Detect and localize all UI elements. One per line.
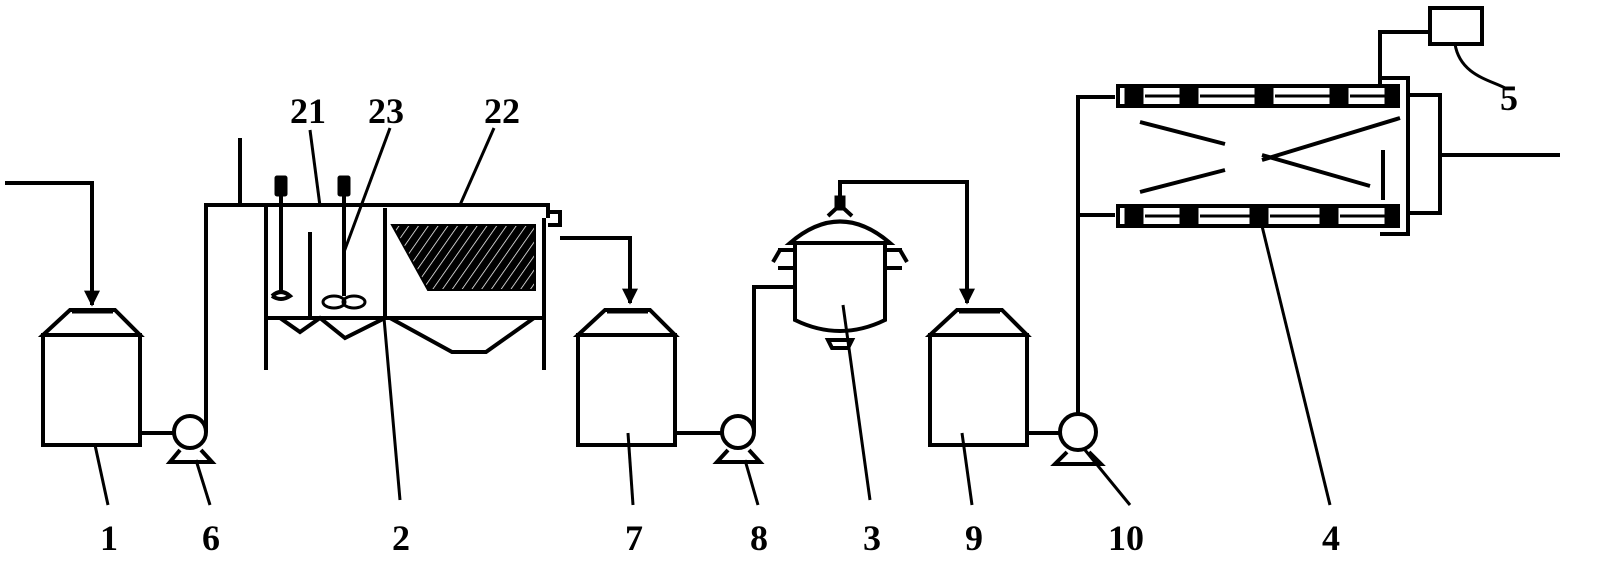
leader-8 [743, 459, 760, 506]
leader-7 [626, 432, 635, 506]
pipe-vessel3-tank9 [838, 180, 975, 305]
outlet-manifold [1408, 93, 1560, 215]
pipe-settler-tank7 [560, 236, 638, 305]
label-6: 6 [202, 518, 220, 558]
leader-9 [960, 432, 974, 506]
label-1: 1 [100, 518, 118, 558]
pipe-pump6-settler [204, 203, 265, 432]
vessel-3 [771, 195, 909, 350]
label-8: 8 [750, 518, 768, 558]
label-9: 9 [965, 518, 983, 558]
label-4: 4 [1322, 518, 1340, 558]
leader-1 [93, 444, 110, 506]
settler-2 [262, 127, 562, 370]
inclined-plates [390, 224, 536, 291]
label-22: 22 [484, 91, 520, 131]
tank-1 [37, 308, 145, 447]
leader-6 [194, 459, 212, 506]
pipe-pump10-filter [1076, 95, 1115, 414]
label-10: 10 [1108, 518, 1144, 558]
leader-2 [382, 317, 402, 501]
box-5 [1378, 6, 1506, 90]
leader-10 [1083, 449, 1132, 506]
inlet-pipe [5, 181, 100, 307]
leader-3 [841, 304, 872, 501]
pump-10 [1050, 412, 1106, 466]
label-3: 3 [863, 518, 881, 558]
filter-unit-4 [1116, 76, 1410, 506]
label-21: 21 [290, 91, 326, 131]
pipe-pump8-vessel3 [752, 285, 795, 432]
label-23: 23 [368, 91, 404, 131]
label-5: 5 [1500, 78, 1518, 118]
label-2: 2 [392, 518, 410, 558]
tank-9 [924, 308, 1032, 447]
label-7: 7 [625, 518, 643, 558]
tank-7 [572, 308, 680, 447]
